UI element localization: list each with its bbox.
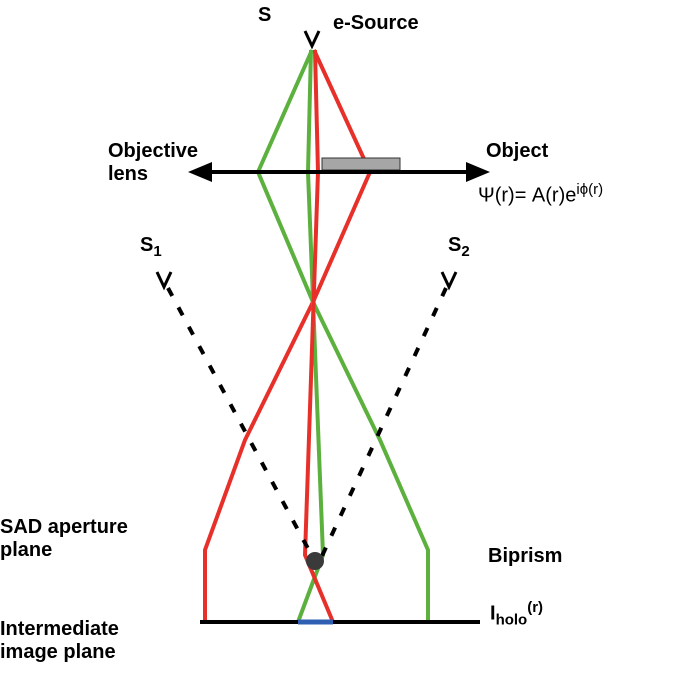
wave-function-exponent: iϕ(r) <box>576 181 604 198</box>
s2-base: S <box>448 234 462 256</box>
object-label: Object <box>486 140 549 162</box>
intermediate-plane-label: Intermediate image plane <box>0 618 119 663</box>
hologram-label: Iholo(r) <box>490 596 543 632</box>
lens-arrow-left-icon <box>188 162 212 182</box>
lens-arrow-right-icon <box>466 162 490 182</box>
hologram-base: I <box>490 602 496 625</box>
s1-label: S1 <box>140 234 162 263</box>
s1-sub: 1 <box>153 243 162 260</box>
object-specimen <box>321 157 401 171</box>
wave-function-label: Ψ(r)= A(r)eiϕ(r) <box>478 178 603 208</box>
s2-sub: 2 <box>461 243 470 260</box>
virtual-ray-s1 <box>166 287 314 557</box>
ray-green-outer <box>255 49 430 622</box>
virtual-ray-s2 <box>320 287 448 557</box>
hologram-sub: holo <box>495 611 528 629</box>
s1-base: S <box>140 234 154 256</box>
objective-lens-label: Objective lens <box>108 140 199 185</box>
ray-green-inner <box>296 49 326 623</box>
s2-label: S2 <box>448 234 470 263</box>
wave-function-base: Ψ(r)= A(r)e <box>478 184 577 207</box>
s1-chevron-icon <box>155 271 173 291</box>
source-label: e-Source <box>333 12 419 34</box>
source-symbol: S <box>258 4 272 26</box>
ray-red-inner <box>302 49 335 623</box>
sad-plane-label: SAD aperture plane <box>0 516 128 561</box>
source-chevron-icon <box>303 30 321 50</box>
biprism-wire <box>306 552 324 570</box>
s2-chevron-icon <box>440 271 458 291</box>
ray-red-outer <box>203 49 373 622</box>
hologram-arg: (r) <box>527 599 544 616</box>
biprism-label: Biprism <box>488 545 563 567</box>
